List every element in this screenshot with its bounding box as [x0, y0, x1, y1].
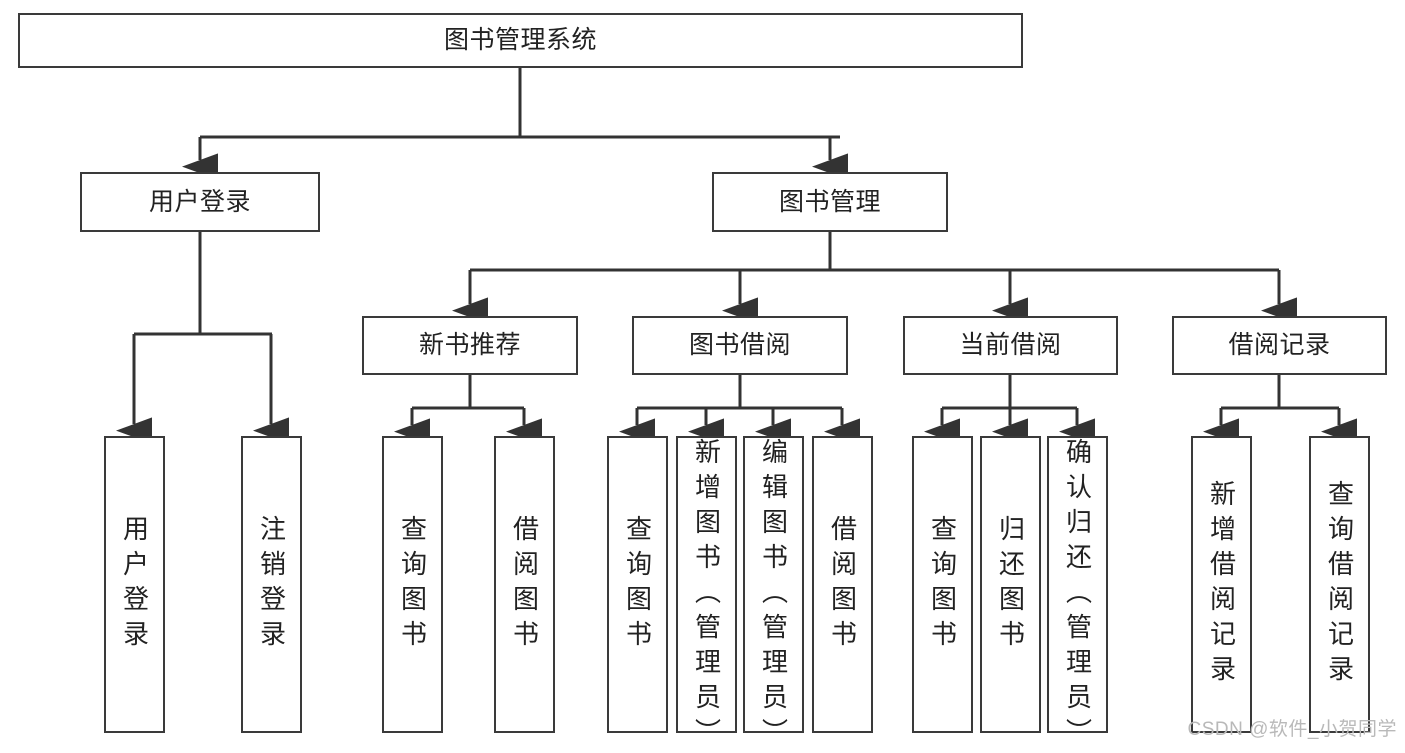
node-leaf-confirm-return-label: 确认归还（管理员）: [1062, 438, 1093, 753]
node-book-borrow-label: 图书借阅: [688, 331, 791, 360]
node-leaf-borrow-book-2[interactable]: 借阅图书: [812, 436, 873, 733]
node-leaf-query-book-3[interactable]: 查询图书: [912, 436, 973, 733]
node-leaf-borrow-book-2-label: 借阅图书: [827, 514, 858, 655]
node-borrow-record-label: 借阅记录: [1228, 331, 1331, 360]
node-leaf-borrow-book-1[interactable]: 借阅图书: [494, 436, 555, 733]
node-user-login[interactable]: 用户登录: [80, 172, 320, 232]
node-leaf-query-book-2[interactable]: 查询图书: [607, 436, 668, 733]
node-borrow-record[interactable]: 借阅记录: [1172, 316, 1387, 375]
node-leaf-add-book-label: 新增图书（管理员）: [691, 438, 722, 753]
node-leaf-query-book-1-label: 查询图书: [397, 514, 428, 655]
node-leaf-add-record-label: 新增借阅记录: [1206, 479, 1237, 690]
node-leaf-user-login[interactable]: 用户登录: [104, 436, 165, 733]
node-current-borrow[interactable]: 当前借阅: [903, 316, 1118, 375]
node-leaf-confirm-return[interactable]: 确认归还（管理员）: [1047, 436, 1108, 753]
node-new-book-recommend[interactable]: 新书推荐: [362, 316, 578, 375]
node-leaf-add-book[interactable]: 新增图书（管理员）: [676, 436, 737, 753]
node-current-borrow-label: 当前借阅: [959, 331, 1062, 360]
node-leaf-add-record[interactable]: 新增借阅记录: [1191, 436, 1252, 733]
node-book-manage[interactable]: 图书管理: [712, 172, 948, 232]
node-leaf-query-book-3-label: 查询图书: [927, 514, 958, 655]
node-leaf-return-book-label: 归还图书: [995, 514, 1026, 655]
node-leaf-edit-book-label: 编辑图书（管理员）: [758, 438, 789, 753]
node-leaf-logout-login-label: 注销登录: [256, 514, 287, 655]
node-leaf-borrow-book-1-label: 借阅图书: [509, 514, 540, 655]
node-leaf-query-record[interactable]: 查询借阅记录: [1309, 436, 1370, 733]
node-book-manage-label: 图书管理: [778, 187, 881, 216]
node-root[interactable]: 图书管理系统: [18, 13, 1023, 68]
node-leaf-query-record-label: 查询借阅记录: [1324, 479, 1355, 690]
node-user-login-label: 用户登录: [148, 187, 251, 216]
node-book-borrow[interactable]: 图书借阅: [632, 316, 848, 375]
node-leaf-query-book-2-label: 查询图书: [622, 514, 653, 655]
node-leaf-logout-login[interactable]: 注销登录: [241, 436, 302, 733]
node-root-label: 图书管理系统: [443, 26, 597, 55]
node-new-book-recommend-label: 新书推荐: [418, 331, 521, 360]
node-leaf-query-book-1[interactable]: 查询图书: [382, 436, 443, 733]
node-leaf-return-book[interactable]: 归还图书: [980, 436, 1041, 733]
node-leaf-user-login-label: 用户登录: [119, 514, 150, 655]
node-leaf-edit-book[interactable]: 编辑图书（管理员）: [743, 436, 804, 753]
watermark-text: CSDN @软件_小贺同学: [1187, 719, 1397, 740]
